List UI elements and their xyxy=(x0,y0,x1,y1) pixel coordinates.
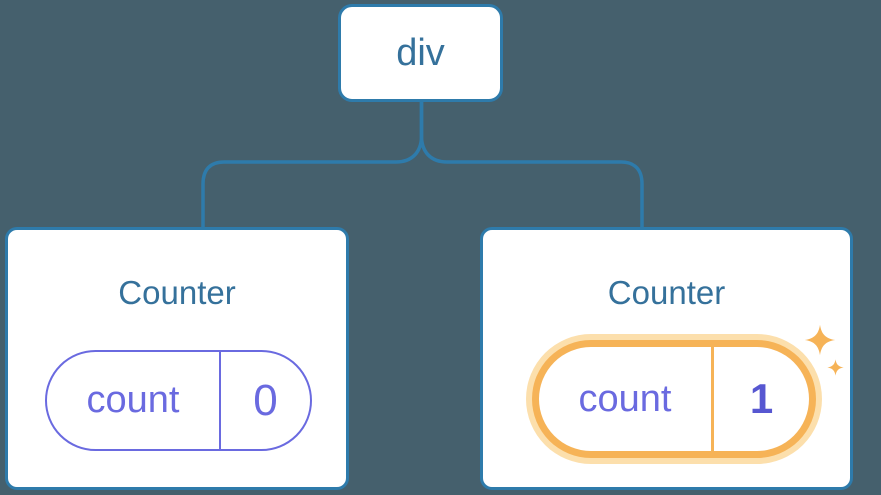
branch-line-left xyxy=(201,101,424,228)
state-pill-value-cell: 0 xyxy=(221,352,310,449)
state-pill-key-cell: count xyxy=(47,352,221,449)
state-pill: count 1 xyxy=(539,347,809,451)
state-key-label: count xyxy=(86,379,180,421)
state-pill-value-cell: 1 xyxy=(714,347,809,451)
state-value: 0 xyxy=(253,375,278,425)
component-title: Counter xyxy=(118,274,236,311)
state-value: 1 xyxy=(749,375,774,422)
root-node-div: div xyxy=(338,4,503,102)
state-key-label: count xyxy=(578,377,672,420)
component-title: Counter xyxy=(607,274,726,311)
counter-card-right: Counter count 1 xyxy=(480,227,853,490)
sparkle-icon-small xyxy=(827,359,844,376)
state-pill: count 0 xyxy=(45,350,312,451)
state-pill-highlight-ring: count 1 xyxy=(532,340,816,458)
counter-card-left: Counter count 0 xyxy=(5,227,349,490)
branch-line-right xyxy=(419,101,644,228)
state-pill-highlight-glow: count 1 xyxy=(526,334,822,464)
root-node-label: div xyxy=(396,31,445,74)
sparkle-icon-large xyxy=(804,324,836,356)
state-pill-key-cell: count xyxy=(539,347,714,451)
